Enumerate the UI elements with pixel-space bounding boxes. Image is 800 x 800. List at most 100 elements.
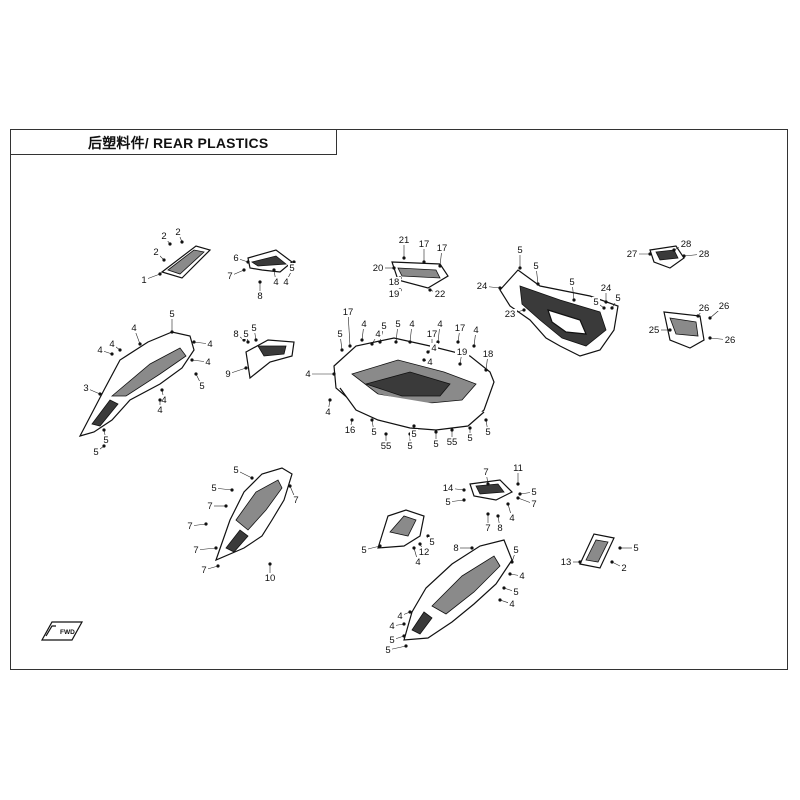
leader-dot: [348, 344, 352, 348]
leader-dot: [484, 418, 488, 422]
leader-dot: [360, 338, 364, 342]
leader-dot: [332, 372, 336, 376]
leader-dot: [508, 572, 512, 576]
callout-label: 17: [427, 329, 438, 340]
callout-label: 4: [273, 277, 278, 288]
callout-8: 8: [452, 543, 474, 554]
callout-21: 21: [397, 235, 411, 260]
callout-label: 10: [265, 573, 276, 584]
leader-dot: [328, 398, 332, 402]
callout-label: 4: [415, 557, 420, 568]
callout-4: 4: [156, 398, 164, 416]
callout-bg: [417, 547, 431, 557]
callout-2: 2: [610, 560, 628, 574]
callout-label: 5: [389, 635, 394, 646]
leader-dot: [216, 564, 220, 568]
callout-23: 23: [503, 308, 526, 320]
leader-dot: [426, 534, 430, 538]
callout-label: 4: [519, 571, 524, 582]
callout-bg: [481, 349, 495, 359]
callout-bg: [453, 323, 467, 333]
callout-bg: [168, 309, 176, 319]
callout-label: 4: [161, 395, 166, 406]
part-6: [247, 249, 293, 273]
callout-7: 7: [200, 564, 220, 576]
leader-dot: [402, 634, 406, 638]
leader-dot: [242, 338, 246, 342]
callout-bg: [198, 381, 206, 391]
callout-4: 4: [506, 502, 516, 524]
callout-5: 5: [210, 483, 234, 494]
callout-label: 4: [205, 357, 210, 368]
callout-5: 5: [510, 545, 520, 564]
callout-label: 5: [429, 537, 434, 548]
part-20: [391, 261, 449, 289]
callout-55: 55: [379, 432, 393, 452]
callout-bg: [272, 277, 280, 287]
callout-18: 18: [387, 276, 402, 288]
leader-dot: [602, 306, 606, 310]
callout-bg: [232, 329, 240, 339]
callout-28: 28: [682, 249, 711, 260]
part-12: [377, 509, 425, 549]
callout-bg: [432, 439, 440, 449]
callout-label: 9: [225, 369, 230, 380]
leader-dot: [230, 488, 234, 492]
callout-label: 5: [513, 545, 518, 556]
callout-26: 26: [708, 335, 737, 346]
callout-label: 27: [627, 249, 638, 260]
callout-bg: [374, 329, 382, 339]
callout-13: 13: [559, 557, 582, 568]
callout-label: 7: [193, 545, 198, 556]
callout-7: 7: [482, 467, 490, 486]
leader-dot: [648, 252, 652, 256]
callout-bg: [336, 329, 344, 339]
callout-4: 4: [108, 339, 122, 352]
callout-label: 17: [419, 239, 430, 250]
callout-16: 16: [343, 418, 357, 436]
callout-label: 5: [361, 545, 366, 556]
callout-bg: [263, 573, 277, 583]
callout-bg: [428, 537, 436, 547]
callout-label: 2: [621, 563, 626, 574]
callout-bg: [242, 329, 250, 339]
callout-4: 4: [192, 339, 214, 350]
callout-label: 7: [485, 523, 490, 534]
callout-bg: [559, 557, 573, 567]
callout-bg: [430, 343, 438, 353]
callout-label: 24: [477, 281, 488, 292]
callout-4: 4: [436, 319, 444, 344]
leader-dot: [696, 314, 700, 318]
callout-bg: [508, 599, 516, 609]
leader-dot: [610, 560, 614, 564]
leader-dot: [498, 598, 502, 602]
leader-dot: [292, 260, 296, 264]
leader-dot: [422, 260, 426, 264]
leader-dot: [572, 298, 576, 302]
leader-dot: [708, 316, 712, 320]
part-10: [214, 467, 293, 562]
leader-dot: [158, 398, 162, 402]
callout-7: 7: [206, 501, 228, 512]
leader-dot: [516, 496, 520, 500]
callout-bg: [380, 321, 388, 331]
callout-bg: [387, 277, 401, 287]
callout-bg: [371, 263, 385, 273]
callout-label: 4: [131, 323, 136, 334]
callout-4: 4: [272, 268, 280, 288]
callout-label: 1: [141, 275, 146, 286]
leader-dot: [170, 330, 174, 334]
callout-bg: [512, 545, 520, 555]
callout-5: 5: [444, 497, 466, 508]
leader-dot: [192, 340, 196, 344]
callout-label: 4: [97, 345, 102, 356]
callout-4: 4: [190, 357, 212, 368]
leader-dot: [194, 372, 198, 376]
leader-dot: [428, 288, 432, 292]
callout-label: 8: [497, 523, 502, 534]
callout-bg: [292, 495, 300, 505]
callout-label: 4: [305, 369, 310, 380]
callout-17: 17: [435, 243, 449, 268]
callout-label: 5: [199, 381, 204, 392]
leader-dot: [118, 348, 122, 352]
